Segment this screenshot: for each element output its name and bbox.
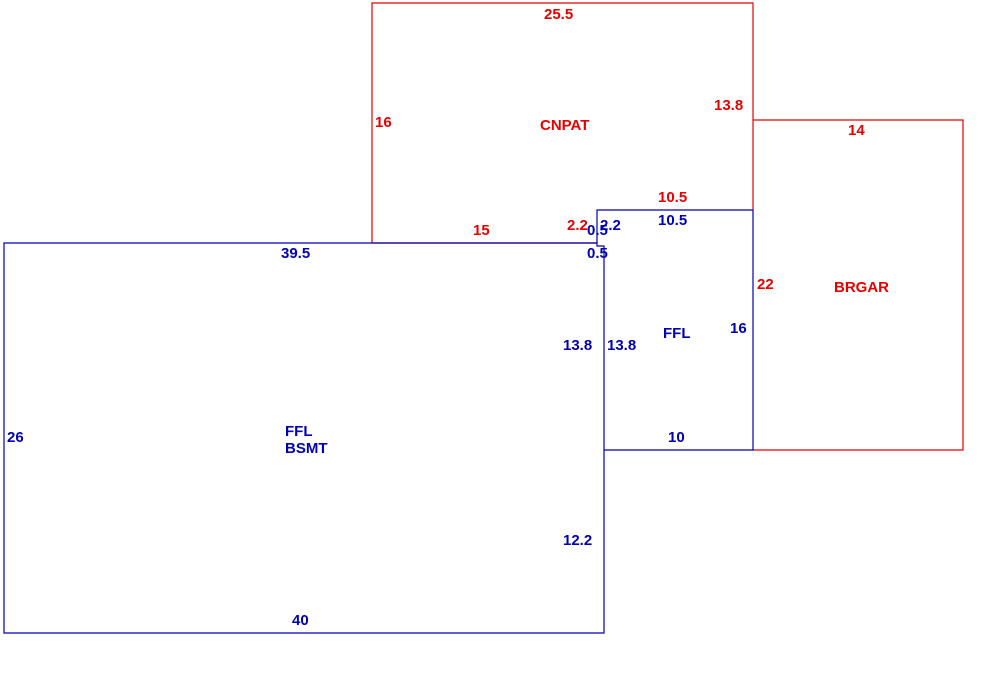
- bsmt-top-step-dimension: 0.5: [587, 245, 608, 262]
- bsmt-right-upper-dimension: 13.8: [563, 337, 593, 354]
- brgar-top-dimension: 14: [848, 122, 865, 139]
- ffl-top-dimension: 10.5: [658, 212, 688, 229]
- bsmt-outline: [3, 242, 605, 634]
- cnpat-bottom-dimension: 15: [473, 222, 490, 239]
- ffl-left-long-dimension: 13.8: [607, 337, 637, 354]
- brgar-left-dimension: 22: [757, 276, 774, 293]
- cnpat-top-dimension: 25.5: [544, 6, 574, 23]
- cnpat-area-label: CNPAT: [540, 117, 590, 134]
- bsmt-right-lower-dimension: 12.2: [563, 532, 593, 549]
- bsmt-left-dimension: 26: [7, 429, 24, 446]
- brgar-area-label: BRGAR: [834, 279, 889, 296]
- cnpat-step-vertical-dimension: 2.2: [567, 217, 588, 234]
- ffl-left-step-dimension: 2.2: [600, 217, 621, 234]
- brgar-outline: [753, 119, 964, 451]
- cnpat-right-upper-dimension: 13.8: [714, 97, 744, 114]
- ffl-outline: [596, 209, 754, 451]
- bsmt-area-label-line2: BSMT: [285, 440, 328, 457]
- bsmt-area-label-line1: FFL: [285, 423, 313, 440]
- ffl-area-label: FFL: [663, 325, 691, 342]
- ffl-right-dimension: 16: [730, 320, 747, 337]
- ffl-bottom-dimension: 10: [668, 429, 685, 446]
- cnpat-outline: [371, 2, 754, 243]
- cnpat-left-dimension: 16: [375, 114, 392, 131]
- bsmt-top-dimension: 39.5: [281, 245, 311, 262]
- bsmt-bottom-dimension: 40: [292, 612, 309, 629]
- cnpat-step-horizontal-dimension: 10.5: [658, 189, 688, 206]
- ffl-left-short-dimension: 0.5: [587, 222, 608, 239]
